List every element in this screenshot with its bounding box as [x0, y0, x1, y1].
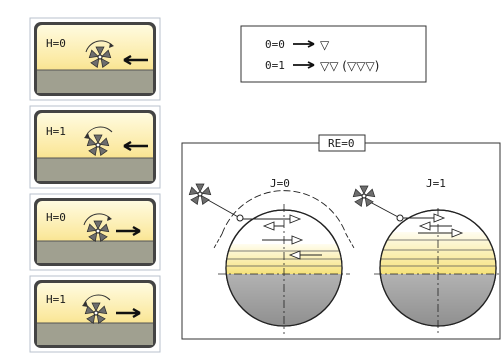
label-j0: J=0: [270, 177, 290, 190]
label-j1: J=1: [426, 177, 446, 190]
panel-label: H=1: [46, 125, 66, 138]
arrow-right-icon: [293, 61, 315, 69]
panel-list: H=0 H=1 H=0: [29, 17, 161, 353]
arrow-right-icon: [116, 307, 141, 319]
panel-h1-left[interactable]: H=1: [29, 105, 161, 189]
legend-symbol1: ▽: [320, 38, 330, 52]
legend-line1: 0=0: [265, 38, 285, 51]
legend-line2: 0=1: [265, 59, 285, 72]
panel-h0-left[interactable]: H=0: [29, 17, 161, 101]
panel-h0-right[interactable]: H=0: [29, 193, 161, 271]
legend-box: 0=0 ▽ 0=1 ▽▽ (▽▽▽): [240, 25, 427, 83]
panel-h1-right[interactable]: H=1: [29, 275, 161, 353]
arrow-left-icon: [123, 140, 148, 152]
diagram-title: RE=0: [328, 137, 355, 150]
workpiece-j1: [352, 185, 500, 334]
legend-symbol2: ▽▽ (▽▽▽): [320, 59, 379, 73]
arrow-left-icon: [123, 54, 148, 66]
arrow-right-icon: [293, 40, 315, 48]
arrow-right-icon: [116, 225, 141, 237]
finishing-diagram: RE=0 J=0 J=1: [181, 134, 501, 340]
panel-label: H=1: [46, 293, 66, 306]
panel-label: H=0: [46, 211, 66, 224]
panel-label: H=0: [46, 37, 66, 50]
